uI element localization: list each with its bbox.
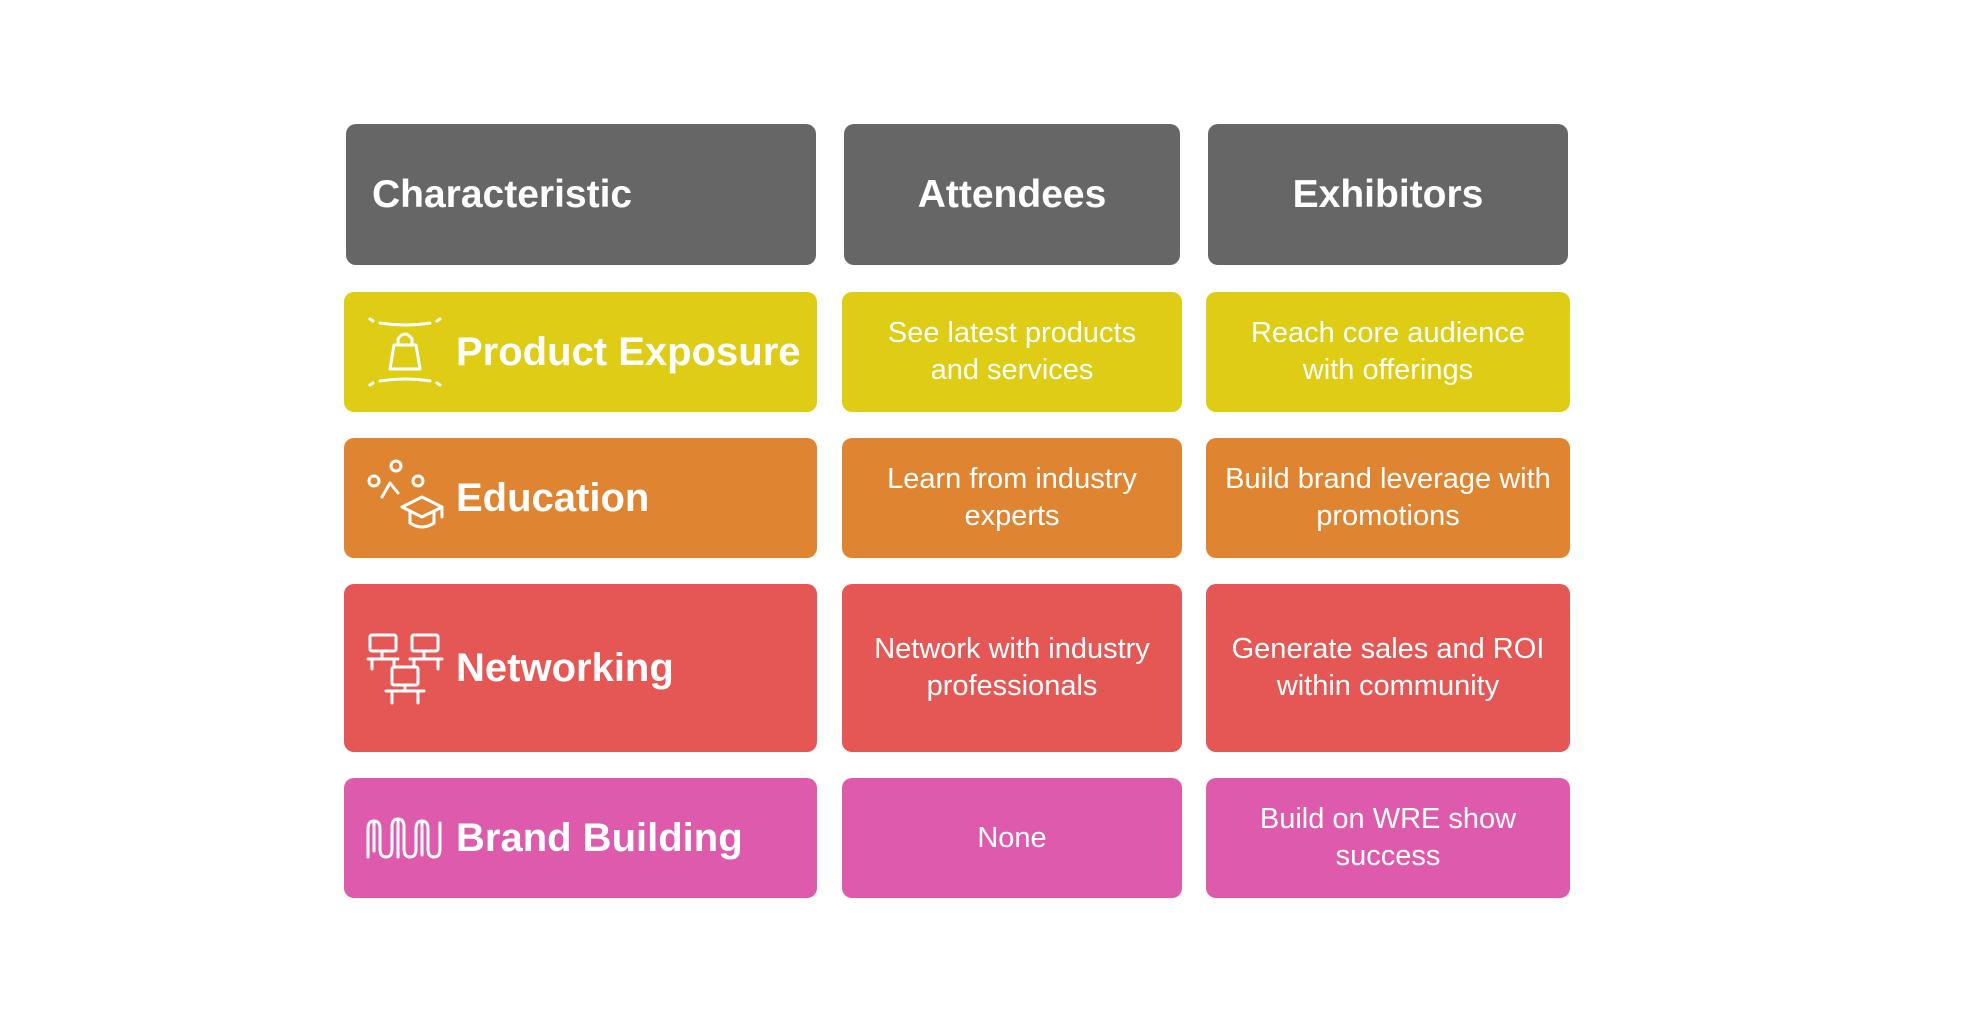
row-label-text: Networking — [456, 645, 674, 690]
exhibitors-product-exposure: Reach core audience with offerings — [1206, 292, 1570, 412]
row-label-text: Product Exposure — [456, 329, 801, 374]
attendees-education: Learn from industry experts — [842, 438, 1182, 558]
header-characteristic: Characteristic — [346, 124, 816, 265]
exhibitors-networking: Generate sales and ROI within community — [1206, 584, 1570, 752]
attendees-networking: Network with industry professionals — [842, 584, 1182, 752]
row-label-brand-building: Brand Building — [344, 778, 817, 898]
row-label-product-exposure: Product Exposure — [344, 292, 817, 412]
row-label-text: Brand Building — [456, 815, 743, 860]
attendees-product-exposure: See latest products and services — [842, 292, 1182, 412]
row-label-education: Education — [344, 438, 817, 558]
network-computers-icon — [366, 629, 444, 707]
attendees-brand-building: None — [842, 778, 1182, 898]
header-attendees: Attendees — [844, 124, 1180, 265]
shopping-bag-icon — [366, 313, 444, 391]
exhibitors-brand-building: Build on WRE show success — [1206, 778, 1570, 898]
wave-signal-icon — [366, 799, 444, 877]
row-label-networking: Networking — [344, 584, 817, 752]
exhibitors-education: Build brand leverage with promotions — [1206, 438, 1570, 558]
graduation-cap-icon — [366, 459, 444, 537]
header-exhibitors: Exhibitors — [1208, 124, 1568, 265]
row-label-text: Education — [456, 475, 650, 520]
